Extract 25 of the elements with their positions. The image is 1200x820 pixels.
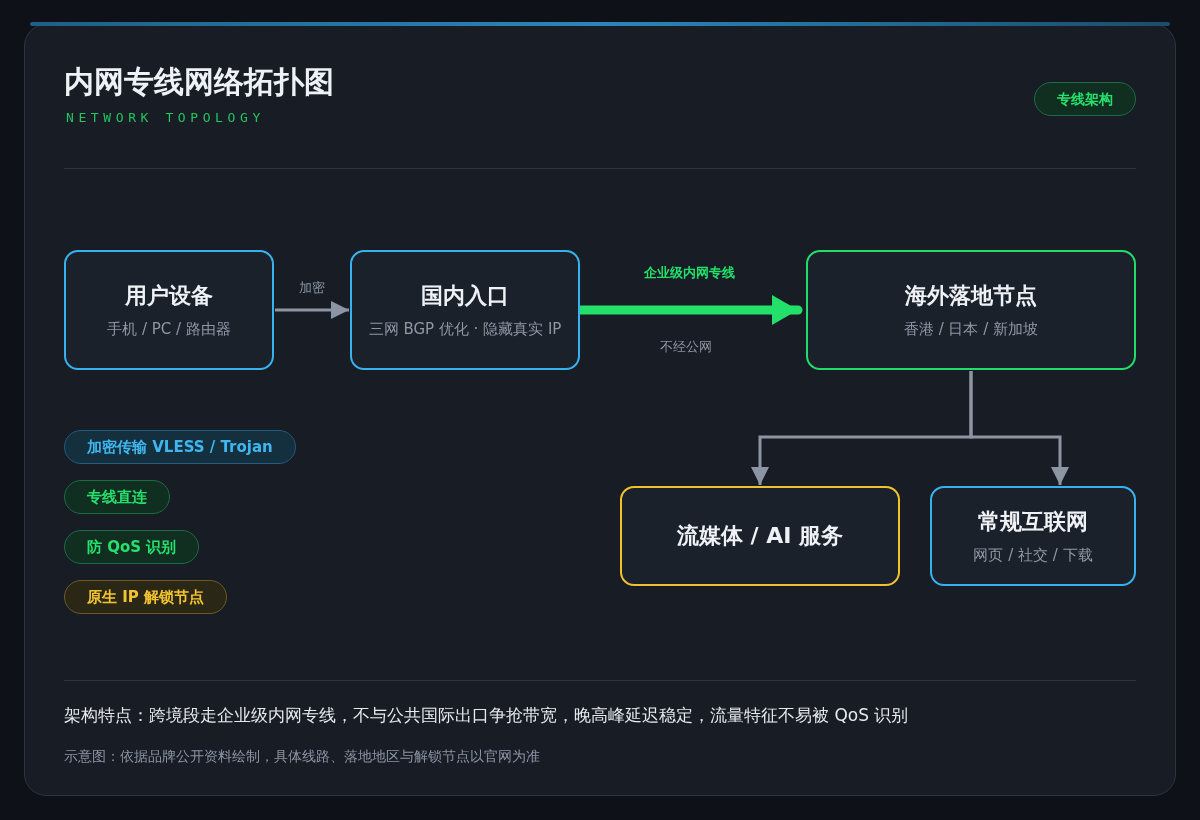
footnote: 示意图：依据品牌公开资料绘制，具体线路、落地地区与解锁节点以官网为准 (64, 748, 540, 766)
process-box (350, 250, 580, 370)
process-box (620, 486, 900, 586)
summary-text: 架构特点：跨境段走企业级内网专线，不与公共国际出口争抢带宽，晚高峰延迟稳定，流量特征不易被 QoS 识别 (64, 704, 909, 727)
process-box (930, 486, 1136, 586)
node-subtitle: 网页 / 社交 / 下载 (973, 546, 1093, 565)
node-title: 常规互联网 (978, 508, 1088, 536)
arrow (275, 301, 349, 319)
node-title: 海外落地节点 (905, 282, 1037, 310)
arrow (969, 371, 1069, 485)
feature-tag: 原生 IP 解锁节点 (64, 580, 228, 614)
node-title: 流媒体 / AI 服务 (676, 522, 844, 550)
node-subtitle: 手机 / PC / 路由器 (107, 320, 231, 339)
node-title: 国内入口 (421, 282, 509, 310)
node-subtitle: 三网 BGP 优化 · 隐藏真实 IP (368, 320, 562, 339)
process-box (806, 250, 1136, 370)
tag-badge: 专线架构 (1034, 82, 1136, 116)
title: 内网专线网络拓扑图 (64, 63, 334, 101)
feature-tag: 防 QoS 识别 (64, 530, 200, 564)
node-subtitle: 香港 / 日本 / 新加坡 (903, 320, 1039, 339)
process-box (64, 250, 274, 370)
feature-tag: 专线直连 (64, 480, 170, 514)
subtitle: NETWORK TOPOLOGY (66, 110, 265, 125)
feature-tag: 加密传输 VLESS / Trojan (64, 430, 296, 464)
node-title: 用户设备 (125, 282, 213, 310)
